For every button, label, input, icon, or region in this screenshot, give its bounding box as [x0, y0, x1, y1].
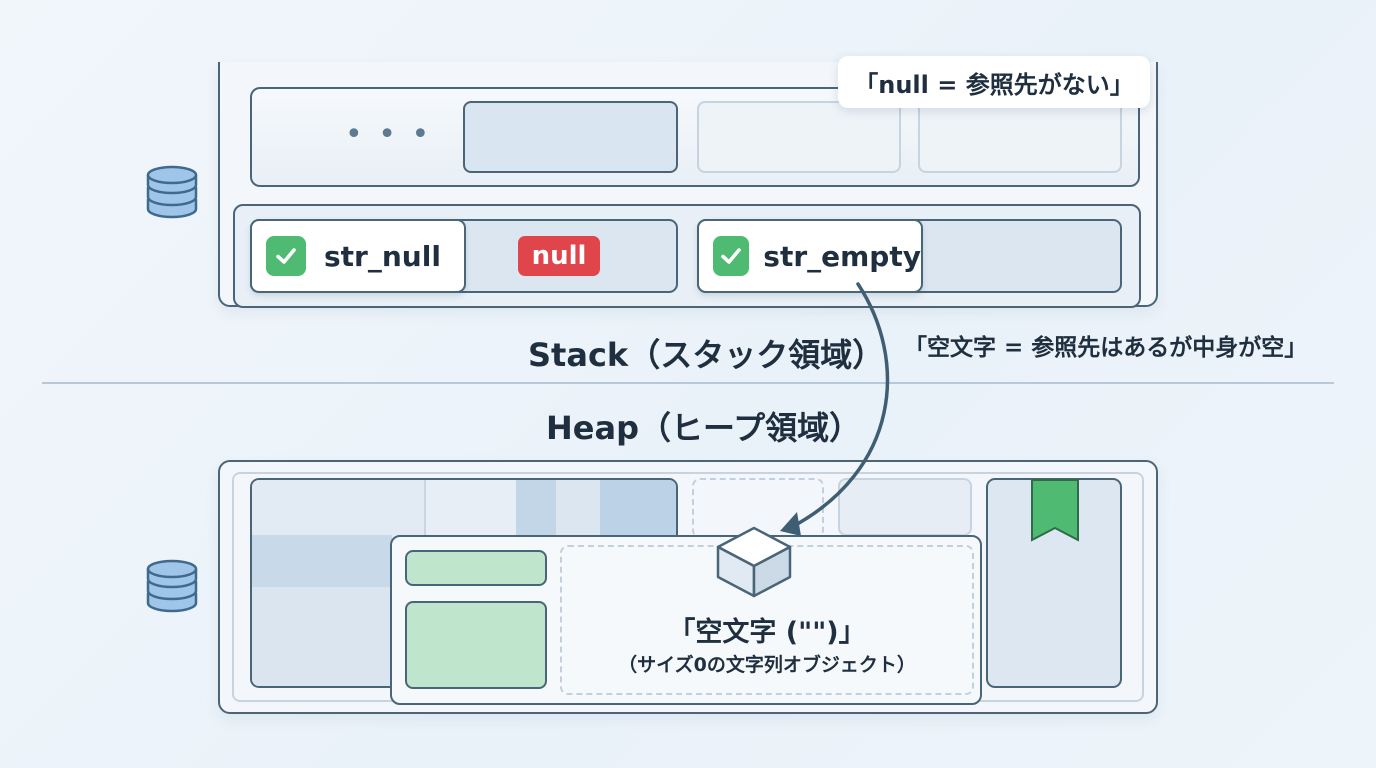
- bookmark-icon: [1031, 479, 1079, 542]
- database-icon: [146, 165, 198, 219]
- heap-bookmarked-block: [986, 478, 1122, 688]
- stack-label: Stack（スタック領域）: [528, 336, 885, 374]
- heap-label: Heap（ヒープ領域）: [546, 409, 862, 447]
- checkmark-icon: [266, 236, 306, 276]
- stack-cell-filled: [463, 101, 678, 173]
- cube-icon: [716, 526, 792, 598]
- variable-str-null[interactable]: str_null: [250, 219, 466, 293]
- stack-heap-divider: [42, 382, 1334, 384]
- heap-object-large: [405, 601, 547, 689]
- heap-free-slot: [838, 478, 972, 536]
- reference-arrow: [780, 282, 890, 536]
- database-icon: [146, 559, 198, 613]
- arrow-caption: 「空文字 = 参照先はあるが中身が空」: [904, 335, 1308, 361]
- checkmark-icon: [713, 236, 750, 276]
- empty-string-title: 「空文字 ("")」: [668, 617, 866, 648]
- stack-cell-empty: [697, 101, 901, 173]
- callout-null: 「null = 参照先がない」: [838, 56, 1150, 108]
- heap-object-small: [405, 550, 547, 586]
- variable-name: str_empty: [763, 239, 921, 273]
- null-value-badge: null: [518, 236, 600, 276]
- empty-string-subtitle: （サイズ0の文字列オブジェクト）: [618, 654, 916, 676]
- variable-name: str_null: [324, 239, 441, 273]
- ellipsis: • • •: [345, 117, 433, 152]
- variable-str-empty[interactable]: str_empty: [697, 219, 923, 293]
